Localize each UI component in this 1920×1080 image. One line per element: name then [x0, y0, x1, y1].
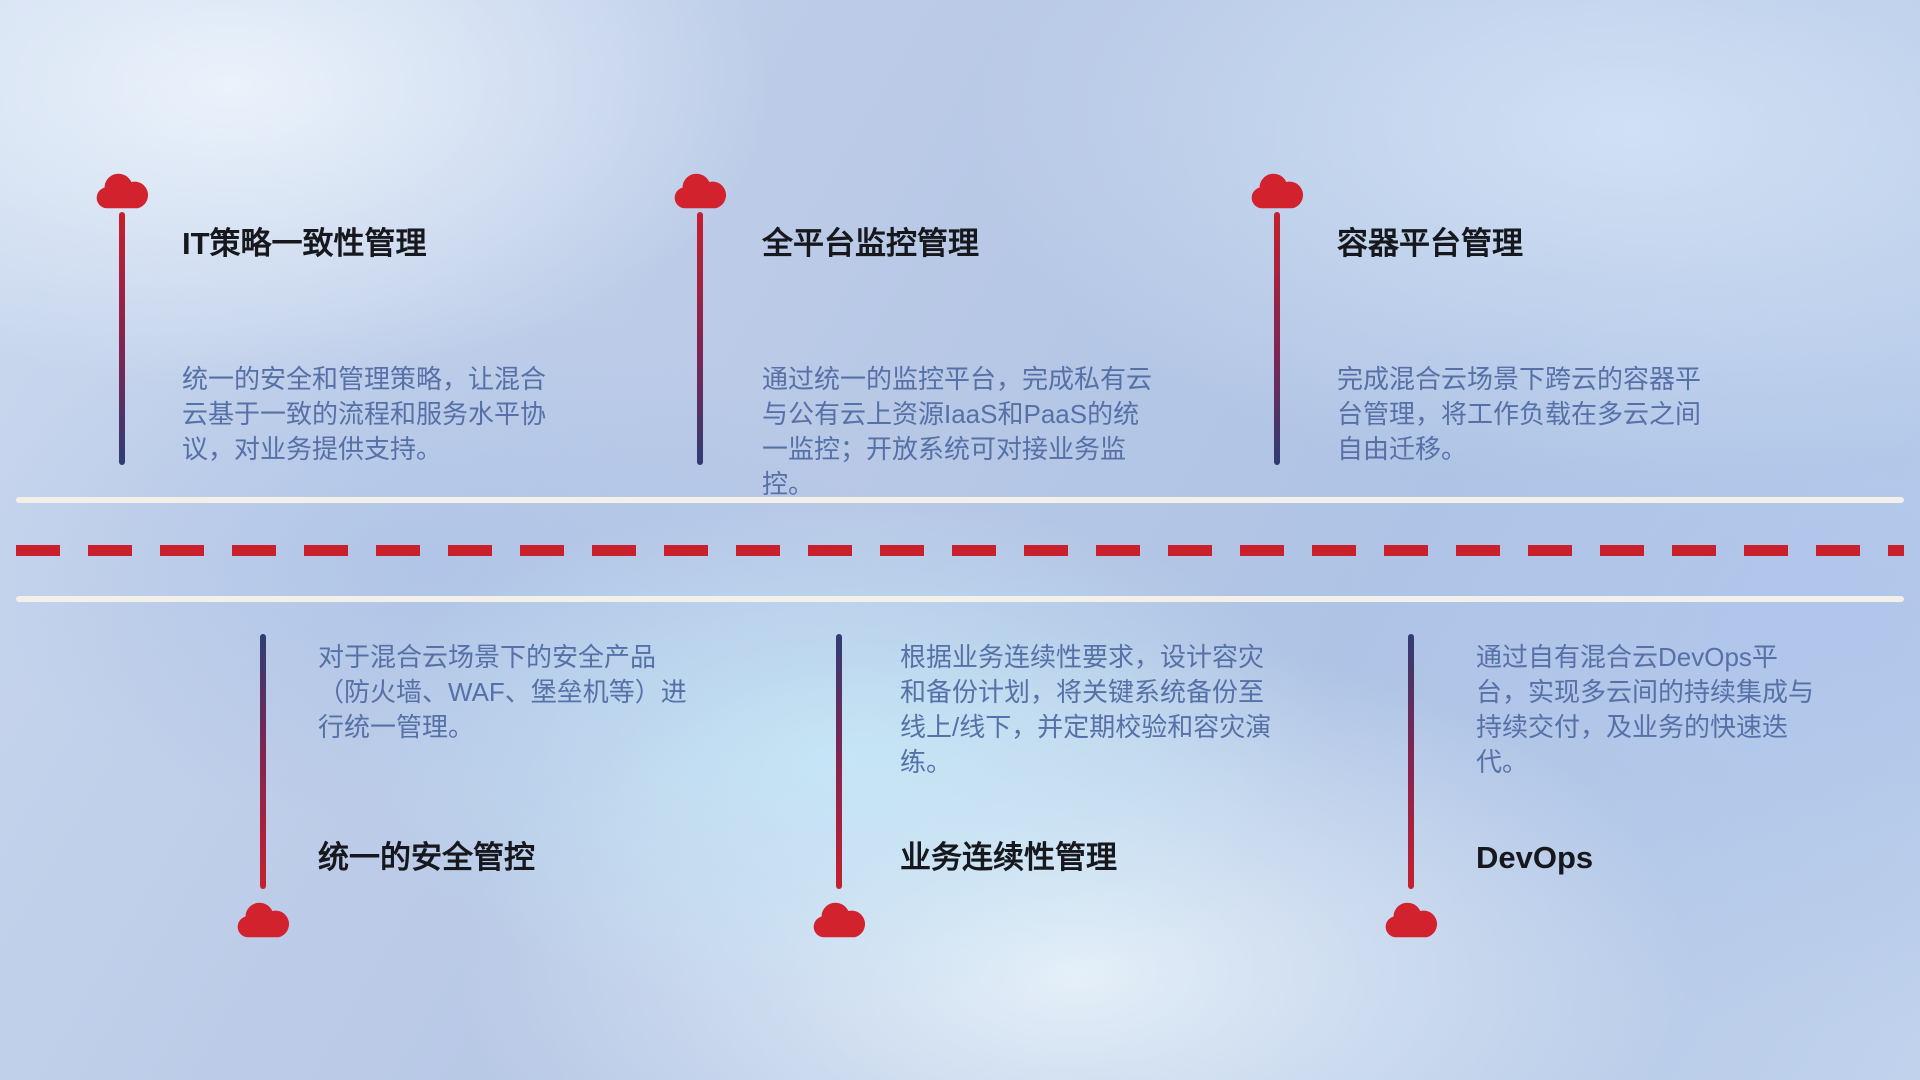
road-dashed-centerline — [16, 545, 1904, 556]
item-description: 对于混合云场景下的安全产品（防火墙、WAF、堡垒机等）进行统一管理。 — [318, 642, 687, 742]
item-description: 完成混合云场景下跨云的容器平台管理，将工作负载在多云之间自由迁移。 — [1337, 364, 1702, 464]
connector-line — [119, 212, 125, 465]
item-description: 通过自有混合云DevOps平台，实现多云间的持续集成与持续交付，及业务的快速迭代… — [1476, 642, 1815, 777]
connector-line — [1274, 212, 1280, 465]
item-description: 通过统一的监控平台，完成私有云与公有云上资源IaaS和PaaS的统一监控；开放系… — [762, 364, 1153, 499]
cloud-icon — [1249, 168, 1305, 210]
connector-line — [836, 634, 842, 889]
connector-line — [260, 634, 266, 889]
road-line-top — [16, 497, 1904, 503]
cloud-icon — [811, 897, 867, 939]
item-title: 业务连续性管理 — [900, 840, 1117, 875]
item-title: 容器平台管理 — [1337, 226, 1523, 261]
item-title: 统一的安全管控 — [318, 840, 535, 875]
cloud-icon — [1383, 897, 1439, 939]
cloud-icon — [672, 168, 728, 210]
item-title: 全平台监控管理 — [762, 226, 979, 261]
cloud-icon — [235, 897, 291, 939]
item-description: 根据业务连续性要求，设计容灾和备份计划，将关键系统备份至线上/线下，并定期校验和… — [900, 642, 1272, 777]
item-title: DevOps — [1476, 840, 1594, 875]
cloud-icon — [94, 168, 150, 210]
connector-line — [697, 212, 703, 465]
connector-line — [1408, 634, 1414, 889]
item-description: 统一的安全和管理策略，让混合云基于一致的流程和服务水平协议，对业务提供支持。 — [182, 364, 547, 464]
item-title: IT策略一致性管理 — [182, 226, 427, 261]
road-line-bottom — [16, 596, 1904, 602]
